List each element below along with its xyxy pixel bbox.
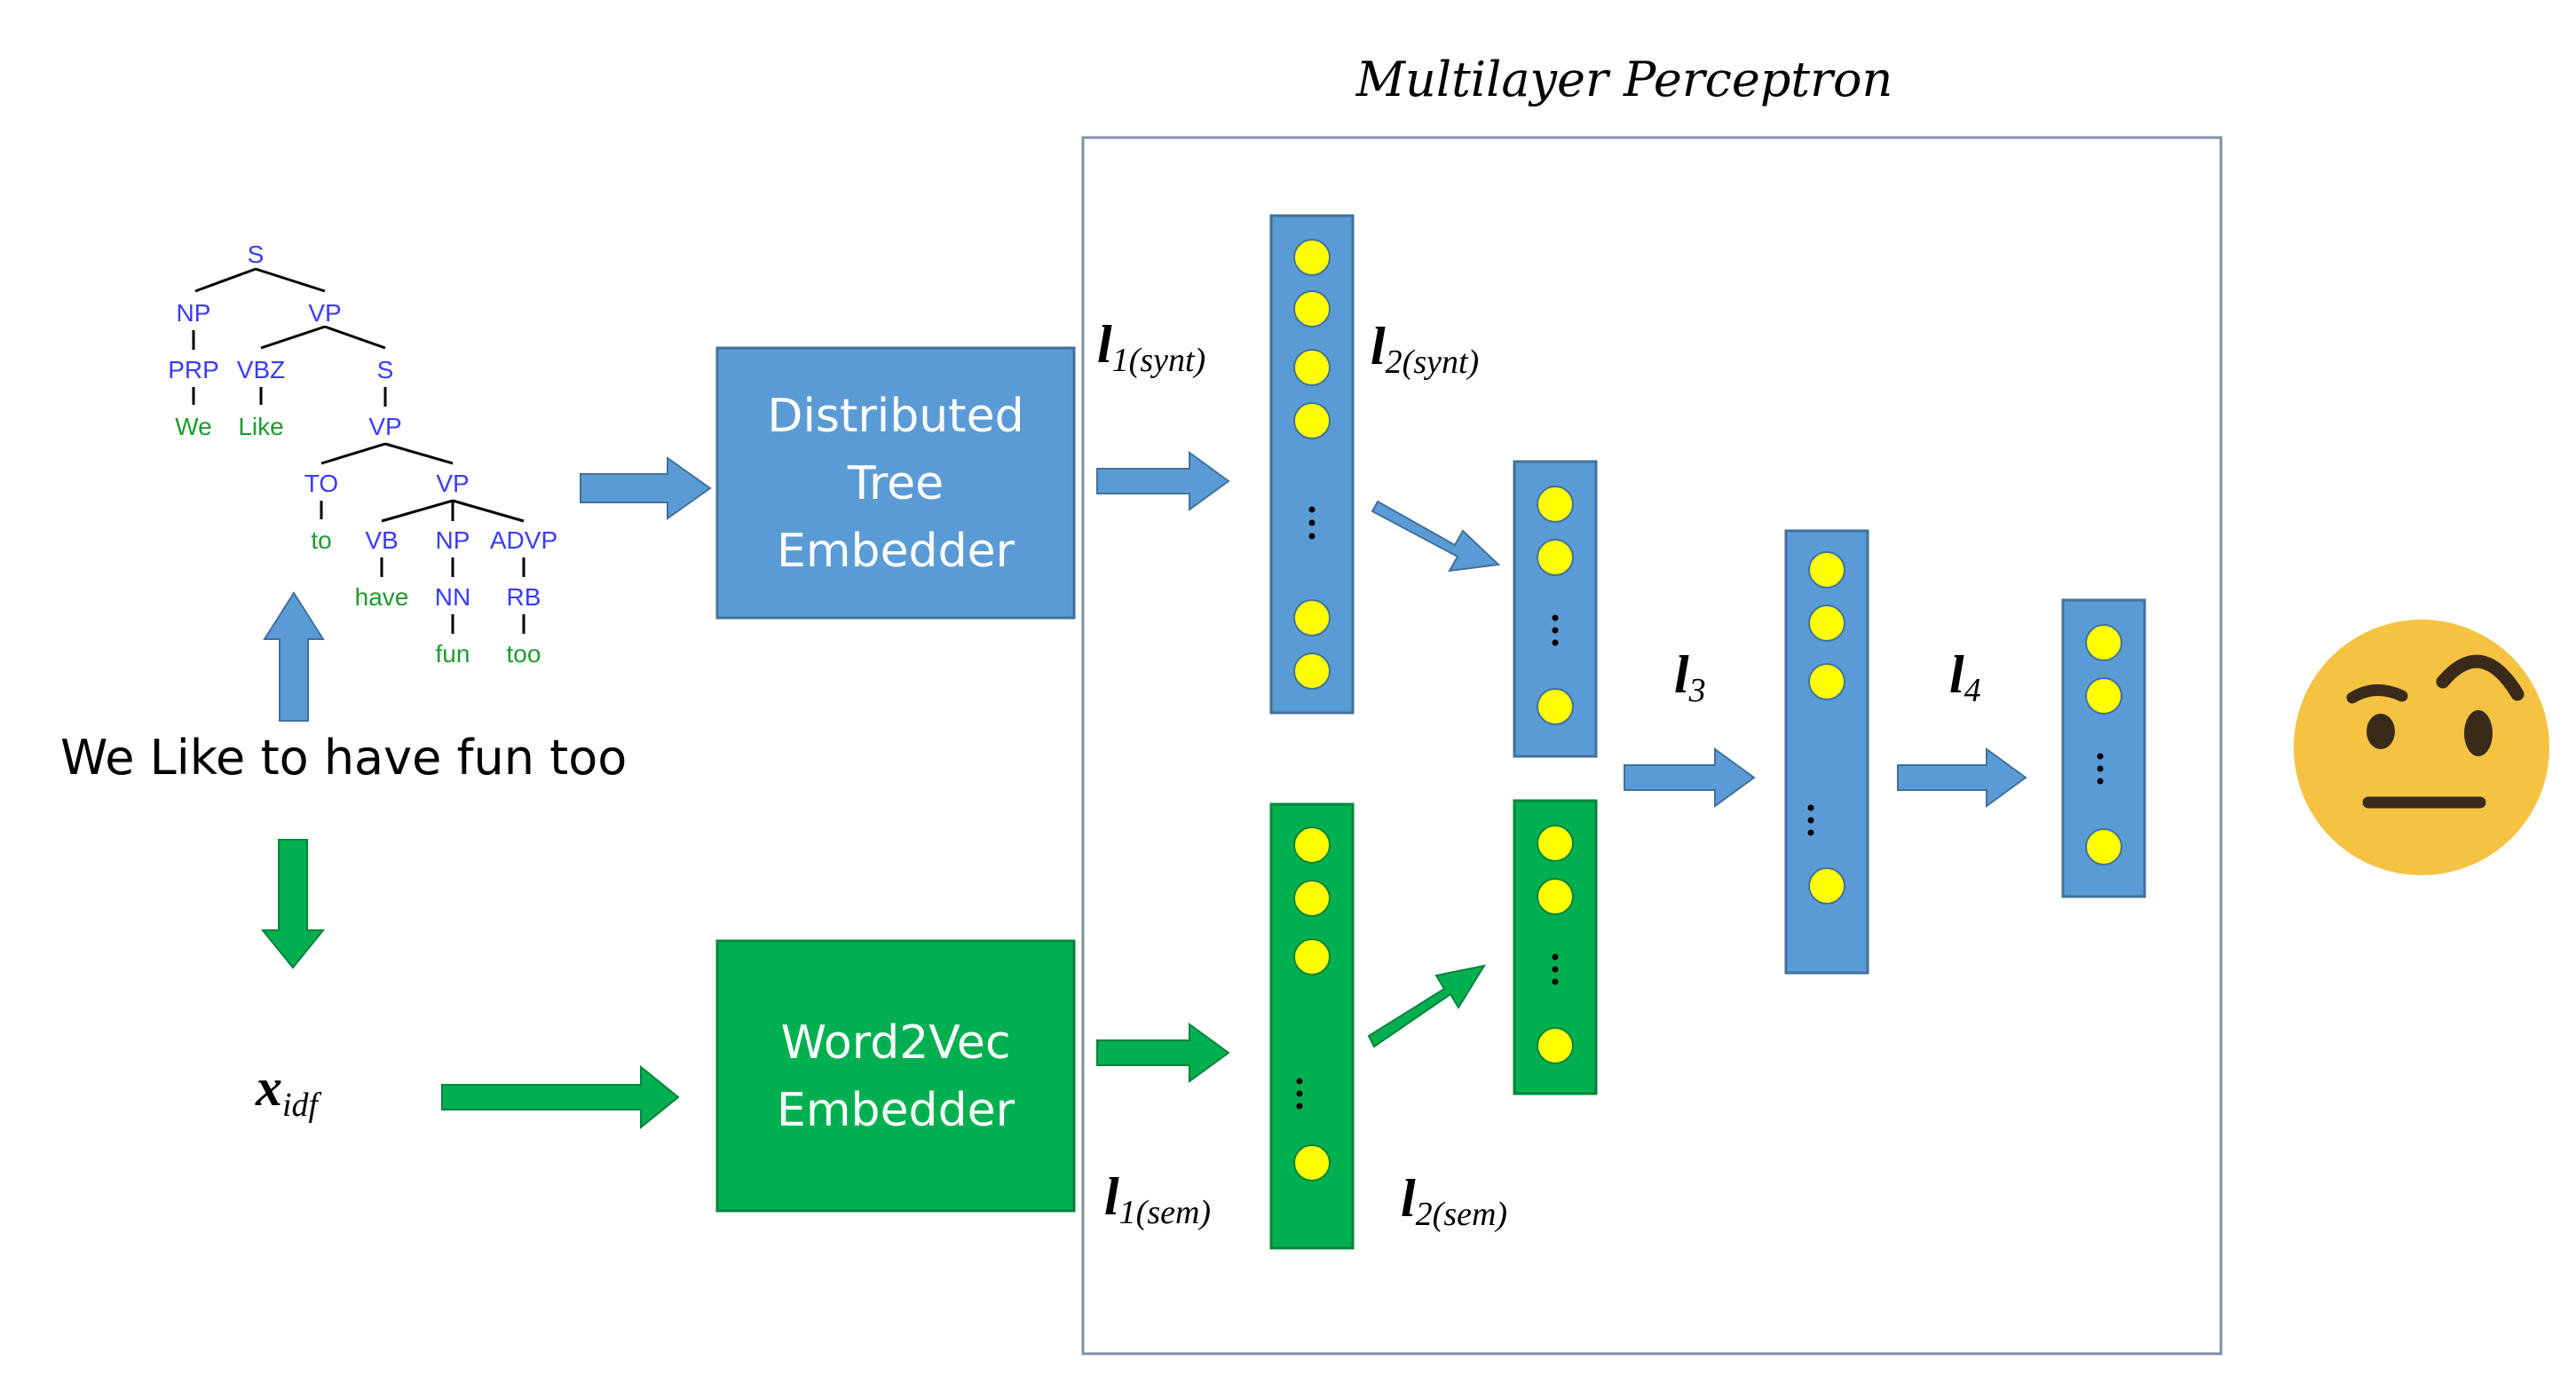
tree-node-nn: NN xyxy=(435,583,470,611)
tree-word-too: too xyxy=(507,640,541,668)
face-with-raised-eyebrow-icon xyxy=(2294,620,2549,875)
tree-node-vbz: VBZ xyxy=(237,356,285,383)
arrow-to-l4 xyxy=(1897,747,2027,808)
neuron xyxy=(1293,1144,1331,1181)
neuron xyxy=(1293,290,1331,328)
tree-edges xyxy=(192,267,525,634)
neuron xyxy=(1537,825,1574,862)
label-l1-sem: l1(sem) xyxy=(1104,1167,1211,1231)
neuron xyxy=(1808,551,1845,589)
label-l2-synt: l2(synt) xyxy=(1371,317,1479,381)
ellipsis-dots xyxy=(1552,614,1559,646)
arrow-to-l3 xyxy=(1624,747,1756,808)
input-sentence: We Like to have fun too xyxy=(60,730,627,786)
tree-node-vp: VP xyxy=(308,299,341,327)
tree-word-fun: fun xyxy=(436,640,470,668)
tree-embedder-line-2: Tree xyxy=(847,457,944,510)
neuron xyxy=(2085,624,2122,661)
tree-node-rb: RB xyxy=(507,583,541,611)
arrow-l1-sem-to-l2-sem xyxy=(1367,964,1487,1048)
tree-node-s2: S xyxy=(377,356,394,383)
layer-4 xyxy=(2061,598,2146,898)
neuron xyxy=(1537,878,1574,915)
neuron xyxy=(2085,828,2122,865)
layer-3 xyxy=(1784,529,1869,975)
label-l2-sem: l2(sem) xyxy=(1401,1169,1507,1233)
neuron xyxy=(1537,486,1574,523)
tree-node-vp2: VP xyxy=(368,413,401,440)
word2vec-line-1: Word2Vec xyxy=(781,1016,1011,1070)
tree-node-advp: ADVP xyxy=(490,526,557,554)
label-l3: l3 xyxy=(1674,645,1706,709)
label-l1-synt: l1(synt) xyxy=(1097,315,1205,379)
arrow-up-to-tree xyxy=(263,591,325,722)
label-l4: l4 xyxy=(1949,645,1981,709)
neuron xyxy=(1293,938,1331,976)
tree-node-np: NP xyxy=(177,299,211,327)
neuron xyxy=(1293,652,1331,690)
tree-node-vp3: VP xyxy=(436,470,469,497)
neuron xyxy=(1293,349,1331,386)
ellipsis-dots xyxy=(1807,804,1814,836)
arrow-to-l1-sem xyxy=(1096,1023,1230,1083)
neuron xyxy=(1293,599,1331,636)
mlp-frame xyxy=(1081,136,2223,1355)
layer-2-sem xyxy=(1513,799,1598,1095)
neuron xyxy=(1293,880,1331,917)
tree-word-to: to xyxy=(311,526,331,554)
word2vec-embedder-box: Word2Vec Embedder xyxy=(715,939,1076,1213)
neuron xyxy=(1808,663,1845,700)
ellipsis-dots xyxy=(1308,506,1316,540)
layer-1-sem xyxy=(1269,802,1355,1250)
mlp-title: Multilayer Perceptron xyxy=(1355,51,1892,107)
layer-1-synt xyxy=(1269,214,1355,715)
tree-node-vb: VB xyxy=(365,526,398,554)
neuron xyxy=(1537,688,1574,725)
neuron xyxy=(1808,867,1845,905)
ellipsis-dots xyxy=(1552,953,1559,985)
neuron xyxy=(1293,239,1331,276)
tree-embedder-line-1: Distributed xyxy=(767,390,1023,443)
ellipsis-dots xyxy=(1296,1078,1303,1110)
arrow-down-to-xidf xyxy=(260,839,326,969)
tree-node-prp: PRP xyxy=(168,356,219,383)
parse-tree: S NP VP PRP VBZ S We Like VP TO VP to VB… xyxy=(168,241,557,668)
arrow-l1-synt-to-l2-synt xyxy=(1371,500,1501,573)
arrow-tree-to-embedder xyxy=(580,456,712,520)
distributed-tree-embedder-box: Distributed Tree Embedder xyxy=(715,346,1076,620)
ellipsis-dots xyxy=(2097,753,2104,785)
tree-word-have: have xyxy=(355,583,409,611)
tree-word-like: Like xyxy=(238,413,283,440)
neuron xyxy=(1293,826,1331,864)
word2vec-line-2: Embedder xyxy=(777,1084,1015,1137)
layer-2-synt xyxy=(1513,460,1598,758)
neuron xyxy=(2085,677,2122,715)
neuron xyxy=(1808,605,1845,642)
xidf-label: xidf xyxy=(255,1058,322,1124)
tree-word-we: We xyxy=(175,413,212,440)
tree-embedder-line-3: Embedder xyxy=(777,525,1015,578)
tree-node-s: S xyxy=(248,241,265,268)
arrow-to-l1-synt xyxy=(1096,451,1230,511)
tree-node-to: TO xyxy=(304,470,338,497)
neuron xyxy=(1293,402,1331,439)
neuron xyxy=(1537,539,1574,576)
arrow-xidf-to-word2vec xyxy=(441,1064,680,1130)
tree-node-np2: NP xyxy=(436,526,470,554)
neuron xyxy=(1537,1027,1574,1064)
